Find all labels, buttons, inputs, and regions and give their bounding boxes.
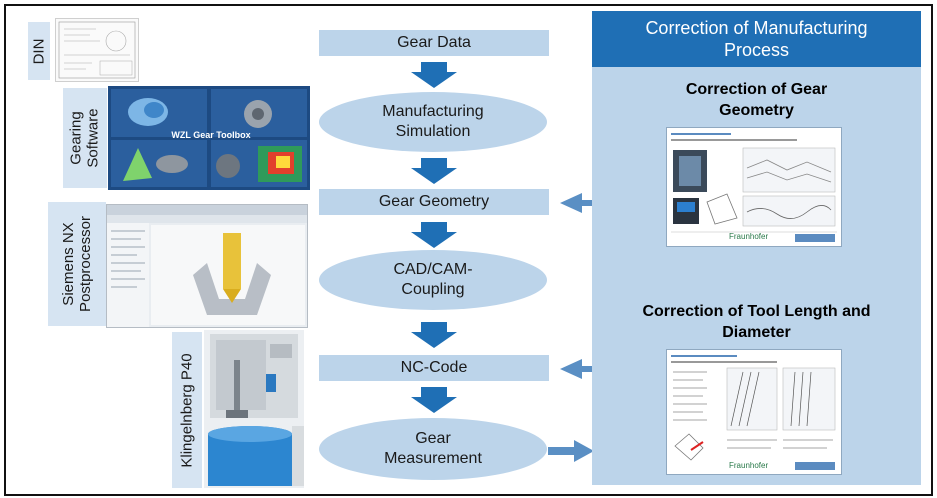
- section-gear-geometry-title: Correction of Gear Geometry: [592, 79, 921, 121]
- section-tool-length-title: Correction of Tool Length and Diameter: [592, 301, 921, 343]
- tool-length-document-svg: [671, 355, 836, 470]
- section2-line1: Correction of Tool Length and: [642, 303, 871, 320]
- gear-geometry-document-svg: [671, 133, 837, 242]
- manufacturing-line2: Simulation: [395, 123, 471, 140]
- gear-toolbox-image: WZL Gear Toolbox: [108, 86, 310, 190]
- panel-title-line2: Process: [723, 40, 789, 60]
- klingelnberg-machine-image: [204, 330, 304, 488]
- klingelnberg-machine-svg: [204, 330, 304, 488]
- section1-line1: Correction of Gear: [685, 81, 828, 98]
- din-label: DIN: [28, 22, 50, 80]
- section1-line2: Geometry: [719, 102, 794, 119]
- document2-logo: Fraunhofer: [729, 461, 769, 470]
- section2-line2: Diameter: [722, 324, 791, 341]
- measurement-line1: Gear: [415, 430, 451, 447]
- gearing-software-label: Gearing Software: [63, 88, 107, 188]
- siemens-text-line1: Siemens NX: [60, 222, 77, 306]
- gear-geometry-box: Gear Geometry: [319, 189, 549, 215]
- tool-length-document: Fraunhofer: [666, 349, 842, 475]
- siemens-nx-text: Siemens NX Postprocessor: [60, 216, 94, 312]
- panel-title-line1: Correction of Manufacturing: [645, 18, 868, 38]
- correction-panel-header: Correction of Manufacturing Process: [592, 11, 921, 67]
- gear-geometry-document: Fraunhofer: [666, 127, 842, 247]
- manufacturing-line1: Manufacturing: [382, 103, 484, 120]
- cadcam-coupling-ellipse: CAD/CAM- Coupling: [319, 250, 547, 310]
- document1-logo: Fraunhofer: [729, 232, 769, 241]
- gearing-text-line2: Software: [85, 108, 103, 168]
- gear-measurement-ellipse: Gear Measurement: [319, 418, 547, 480]
- gearing-software-text: Gearing Software: [68, 108, 102, 167]
- cadcam-line2: Coupling: [401, 281, 465, 298]
- din-drawing-image: [55, 18, 139, 82]
- din-text: DIN: [30, 38, 48, 64]
- manufacturing-simulation-ellipse: Manufacturing Simulation: [319, 92, 547, 152]
- klingelnberg-text: Klingelnberg P40: [178, 352, 196, 468]
- siemens-nx-screenshot: [106, 204, 308, 328]
- klingelnberg-label: Klingelnberg P40: [172, 332, 202, 488]
- cadcam-line1: CAD/CAM-: [393, 261, 473, 278]
- din-drawing-svg: [58, 21, 136, 79]
- correction-panel: Correction of Manufacturing Process Corr…: [592, 11, 921, 485]
- gear-toolbox-title: WZL Gear Toolbox: [171, 130, 251, 140]
- nc-code-box: NC-Code: [319, 355, 549, 381]
- measurement-line2: Measurement: [384, 450, 482, 467]
- gear-data-box: Gear Data: [319, 30, 549, 56]
- siemens-nx-label: Siemens NX Postprocessor: [48, 202, 106, 326]
- siemens-text-line2: Postprocessor: [77, 216, 94, 312]
- gearing-text-line1: Gearing: [68, 111, 86, 165]
- gear-toolbox-svg: [108, 86, 310, 190]
- siemens-nx-svg: [107, 205, 307, 327]
